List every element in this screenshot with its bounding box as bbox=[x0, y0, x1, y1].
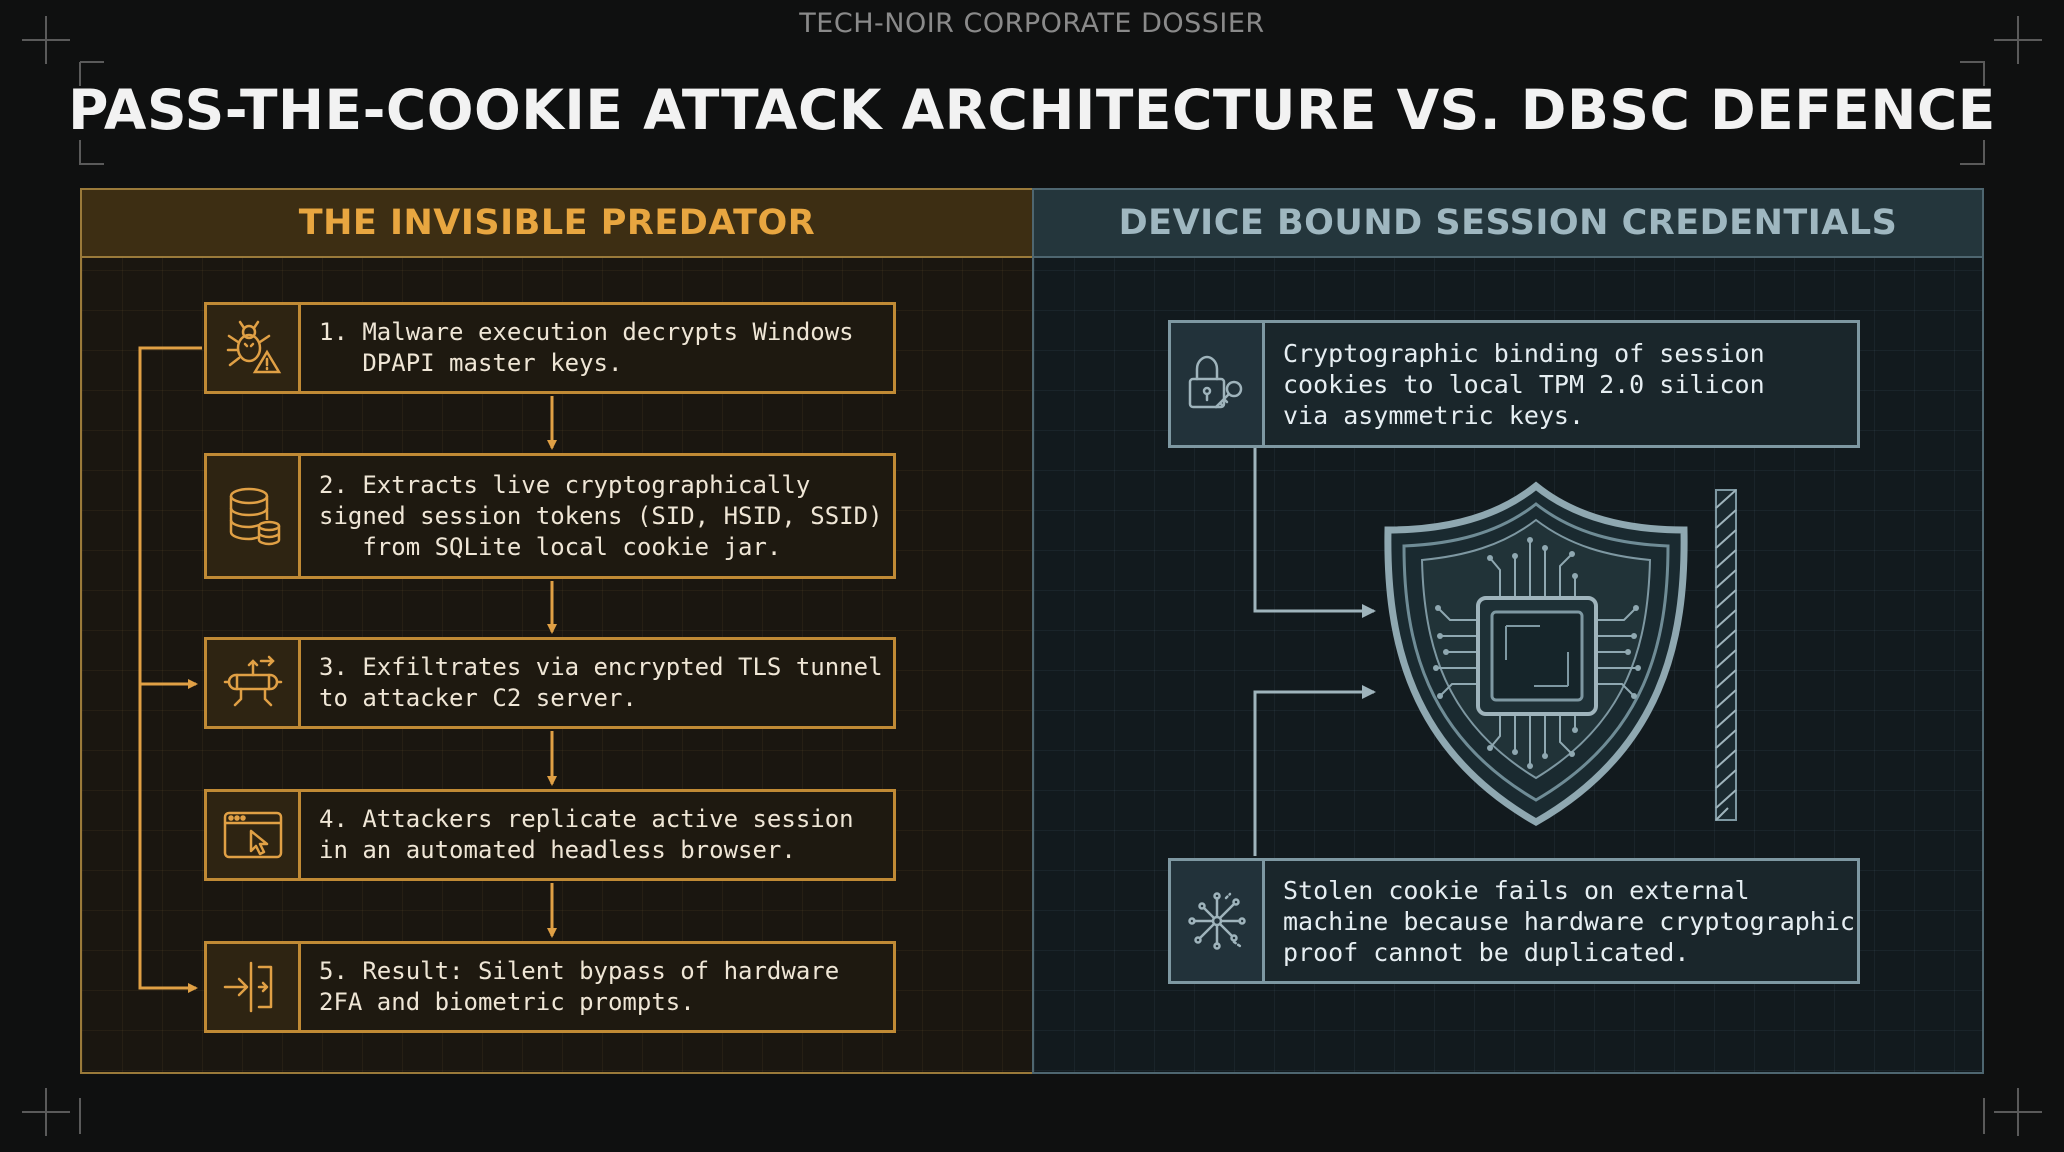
bypass-door-icon bbox=[207, 944, 301, 1030]
attack-step-text: 1. Malware execution decrypts Windows DP… bbox=[319, 318, 854, 377]
page-title: PASS-THE-COOKIE ATTACK ARCHITECTURE VS. … bbox=[68, 78, 1996, 142]
attack-step-text: 2. Extracts live cryptographically signe… bbox=[319, 470, 883, 561]
stolen-cookie-card: Stolen cookie fails on external machine … bbox=[1168, 858, 1860, 984]
stolen-cookie-text: Stolen cookie fails on external machine … bbox=[1283, 875, 1855, 967]
attack-panel-heading: THE INVISIBLE PREDATOR bbox=[82, 190, 1032, 258]
tpm-binding-card: Cryptographic binding of session cookies… bbox=[1168, 320, 1860, 448]
attack-step-4: 4. Attackers replicate active session in… bbox=[204, 789, 896, 881]
attack-step-text: 4. Attackers replicate active session in… bbox=[319, 805, 854, 864]
defence-panel-heading: DEVICE BOUND SESSION CREDENTIALS bbox=[1034, 190, 1982, 258]
browser-cursor-icon bbox=[207, 792, 301, 878]
attack-step-text: 3. Exfiltrates via encrypted TLS tunnel … bbox=[319, 653, 883, 712]
attack-step-2: 2. Extracts live cryptographically signe… bbox=[204, 453, 896, 579]
network-nodes-icon bbox=[1171, 861, 1265, 981]
attack-step-text: 5. Result: Silent bypass of hardware 2FA… bbox=[319, 957, 840, 1016]
dossier-kicker: TECH-NOIR CORPORATE DOSSIER bbox=[799, 8, 1265, 39]
tunnel-pipe-icon bbox=[207, 640, 301, 726]
padlock-key-icon bbox=[1171, 323, 1265, 445]
malware-bug-warning-icon bbox=[207, 305, 301, 391]
attack-step-3: 3. Exfiltrates via encrypted TLS tunnel … bbox=[204, 637, 896, 729]
attack-step-5: 5. Result: Silent bypass of hardware 2FA… bbox=[204, 941, 896, 1033]
attack-step-1: 1. Malware execution decrypts Windows DP… bbox=[204, 302, 896, 394]
tpm-binding-text: Cryptographic binding of session cookies… bbox=[1283, 338, 1765, 430]
database-icon bbox=[207, 456, 301, 576]
